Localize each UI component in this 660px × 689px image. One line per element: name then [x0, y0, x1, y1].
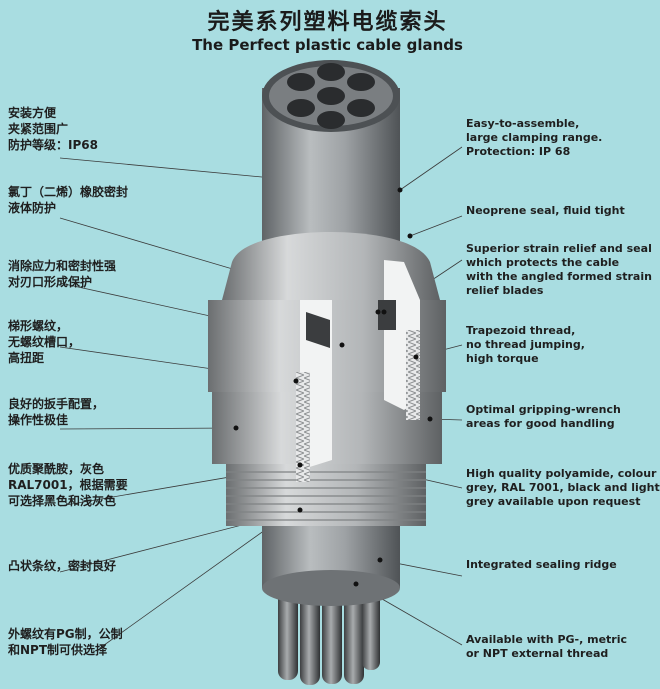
label-line: Available with PG-, metric	[466, 633, 628, 646]
gland-body	[208, 232, 446, 526]
label-cn-sealing-ridge: 凸状条纹，密封良好	[8, 558, 116, 574]
label-line: relief blades	[466, 284, 544, 297]
label-line: 防护等级：IP68	[8, 138, 98, 152]
pointer-dots	[233, 187, 433, 587]
label-line: Trapezoid thread,	[466, 324, 576, 337]
label-line: 凸状条纹，密封良好	[8, 559, 117, 573]
label-line: no thread jumping,	[466, 338, 585, 351]
label-line: grey, RAL 7001, black and light	[466, 481, 660, 494]
label-line: grey available upon request	[466, 495, 641, 508]
label-cn-trapezoid-thread: 梯形螺纹， 无螺纹槽口， 高扭距	[8, 318, 80, 366]
label-line: 外螺纹有PG制，公制	[8, 627, 123, 641]
label-line: with the angled formed strain	[466, 270, 652, 283]
label-cn-strain-relief: 消除应力和密封性强 对刃口形成保护	[8, 258, 116, 290]
label-line: which protects the cable	[466, 256, 620, 269]
label-line: 消除应力和密封性强	[8, 259, 117, 273]
label-cn-neoprene-seal: 氯丁（二烯）橡胶密封 液体防护	[8, 184, 128, 216]
label-cn-easy-assemble: 安装方便 夹紧范围广 防护等级：IP68	[8, 105, 98, 153]
label-line: 操作性极佳	[8, 413, 69, 427]
label-line: 氯丁（二烯）橡胶密封	[8, 185, 129, 199]
label-line: 液体防护	[8, 201, 57, 215]
label-line: 优质聚酰胺，灰色	[8, 462, 105, 476]
label-en-strain-relief: Superior strain relief and seal which pr…	[466, 242, 652, 298]
label-line: high torque	[466, 352, 539, 365]
label-en-external-thread: Available with PG-, metric or NPT extern…	[466, 633, 627, 661]
label-cn-wrench-area: 良好的扳手配置， 操作性极佳	[8, 396, 104, 428]
label-line: 高扭距	[8, 351, 45, 365]
label-line: RAL7001，根据需要	[8, 478, 128, 492]
label-cn-polyamide: 优质聚酰胺，灰色 RAL7001，根据需要 可选择黑色和浅灰色	[8, 461, 128, 509]
label-line: High quality polyamide, colour	[466, 467, 657, 480]
label-en-wrench-area: Optimal gripping-wrench areas for good h…	[466, 403, 621, 431]
label-line: Easy-to-assemble,	[466, 117, 580, 130]
label-line: Neoprene seal, fluid tight	[466, 204, 625, 217]
label-line: 良好的扳手配置，	[8, 397, 105, 411]
label-en-trapezoid-thread: Trapezoid thread, no thread jumping, hig…	[466, 324, 585, 366]
label-line: Optimal gripping-wrench	[466, 403, 621, 416]
label-en-easy-assemble: Easy-to-assemble, large clamping range. …	[466, 117, 602, 159]
label-line: 和NPT制可供选择	[8, 643, 108, 657]
label-line: 对刃口形成保护	[8, 275, 93, 289]
label-line: Integrated sealing ridge	[466, 558, 617, 571]
label-en-sealing-ridge: Integrated sealing ridge	[466, 558, 617, 572]
label-line: 梯形螺纹，	[8, 319, 69, 333]
label-en-neoprene-seal: Neoprene seal, fluid tight	[466, 204, 625, 218]
label-line: areas for good handling	[466, 417, 615, 430]
label-line: large clamping range.	[466, 131, 603, 144]
label-line: or NPT external thread	[466, 647, 609, 660]
label-line: 安装方便	[8, 106, 57, 120]
cable-end	[262, 60, 400, 132]
label-line: 可选择黑色和浅灰色	[8, 494, 117, 508]
label-line: 夹紧范围广	[8, 122, 69, 136]
label-line: Superior strain relief and seal	[466, 242, 652, 255]
label-cn-external-thread: 外螺纹有PG制，公制 和NPT制可供选择	[8, 626, 123, 658]
title-english: The Perfect plastic cable glands	[192, 36, 463, 54]
label-line: Protection: IP 68	[466, 145, 571, 158]
label-line: 无螺纹槽口，	[8, 335, 81, 349]
label-en-polyamide: High quality polyamide, colour grey, RAL…	[466, 467, 660, 509]
title-chinese: 完美系列塑料电缆索头	[207, 10, 448, 35]
